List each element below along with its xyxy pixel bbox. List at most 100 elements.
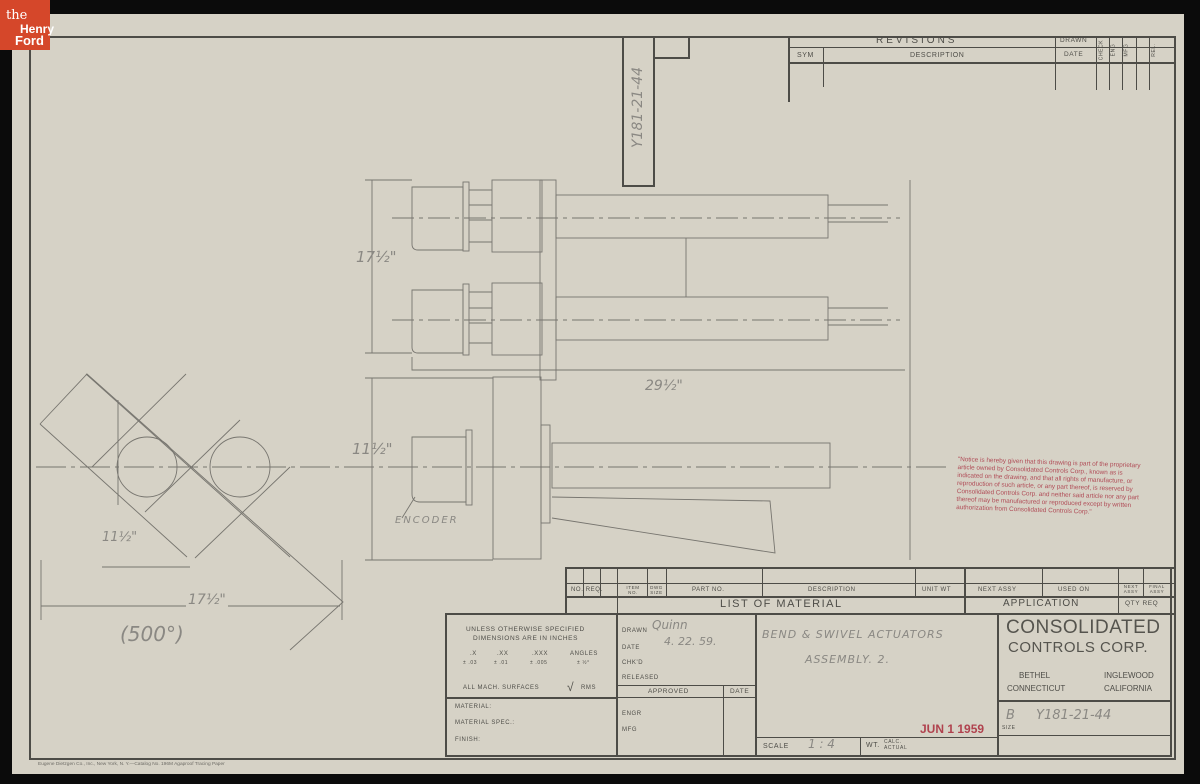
title-block-divider <box>997 613 999 757</box>
revisions-sym-divider <box>823 47 824 87</box>
app-col-final-assy: FINAL ASSY <box>1149 584 1165 594</box>
bom-col-unit-wt: UNIT WT <box>922 587 952 593</box>
bom-line <box>565 583 1176 584</box>
application-title: APPLICATION <box>1003 598 1080 609</box>
dimension-horizontal-length: 29½" <box>645 378 683 394</box>
tab-box-line <box>688 36 690 59</box>
material-label: MATERIAL: <box>455 704 492 710</box>
dimension-left-horizontal: 17½" <box>186 592 228 608</box>
tolerance-xx-value: ± .01 <box>494 660 509 666</box>
dimension-top-vertical: 17½" <box>356 248 397 266</box>
location-1-city: BETHEL <box>1019 671 1051 680</box>
bom-col-description: DESCRIPTION <box>808 587 856 593</box>
weight-label: WT. <box>866 742 880 749</box>
weight-calc-label: CALC. <box>884 739 902 745</box>
tolerance-xx-label: .XX <box>497 651 509 657</box>
scale-value: 1 : 4 <box>808 737 835 751</box>
tolerance-x-value: ± .03 <box>463 660 478 666</box>
tab-left-line <box>622 36 624 186</box>
title-block-line <box>616 697 756 698</box>
bom-col-no-req: NO. REQ. <box>571 587 603 593</box>
tolerance-heading-1: UNLESS OTHERWISE SPECIFIED <box>466 626 585 633</box>
title-block-divider <box>755 613 757 757</box>
revisions-col-description: DESCRIPTION <box>910 52 965 59</box>
tolerance-angles-value: ± ½° <box>577 660 590 666</box>
qty-req-label: QTY REQ <box>1125 600 1159 607</box>
bom-divider <box>565 567 567 613</box>
tab-right-line <box>653 36 655 186</box>
surface-finish-check-icon: √ <box>567 680 574 694</box>
rms-label: RMS <box>581 685 597 691</box>
tolerance-x-label: .X <box>470 651 477 657</box>
engr-label: ENGR <box>622 711 642 717</box>
revisions-divider <box>1109 36 1110 90</box>
material-spec-label: MATERIAL SPEC.: <box>455 720 515 726</box>
bom-col-item-no: ITEM NO. <box>626 585 640 595</box>
paper-manufacturer-footer: Eugene Dietzgen Co., Inc., New York, N. … <box>38 762 225 767</box>
bom-divider <box>617 567 618 613</box>
title-block-line <box>445 697 617 699</box>
title-block-line <box>756 737 997 738</box>
tolerance-angles-label: ANGLES <box>570 651 598 657</box>
bom-top-line <box>565 567 1176 569</box>
company-name-line-2: CONTROLS CORP. <box>1008 639 1149 656</box>
revisions-divider <box>1122 36 1123 90</box>
revisions-divider <box>1055 36 1056 90</box>
dimension-side-vertical: 11½" <box>352 440 393 458</box>
bom-divider <box>1118 567 1119 613</box>
drawn-label: DRAWN <box>622 628 648 634</box>
revisions-divider <box>1096 36 1097 90</box>
bom-col-part-no: PART NO. <box>692 587 725 593</box>
tolerance-heading-2: DIMENSIONS ARE IN INCHES <box>473 635 579 642</box>
approved-label: APPROVED <box>648 688 689 695</box>
drawing-size-label: SIZE <box>1002 725 1016 731</box>
app-col-next-assy-small: NEXT ASSY <box>1123 584 1139 594</box>
revisions-line <box>788 62 1176 64</box>
title-block-bottom-line <box>445 755 1172 757</box>
title-block-left-line <box>445 613 447 757</box>
bom-divider <box>1042 567 1043 596</box>
app-col-used-on: USED ON <box>1058 587 1090 593</box>
bom-divider <box>666 567 667 596</box>
logo-text-henry: Henry <box>20 22 55 36</box>
scale-label: SCALE <box>763 743 789 750</box>
surface-finish-label: ALL MACH. SURFACES <box>463 685 540 691</box>
weight-actual-label: ACTUAL <box>884 745 908 751</box>
title-block-line <box>723 685 724 757</box>
title-block-top-line <box>445 613 1176 615</box>
approved-date-label: DATE <box>730 688 750 695</box>
tolerance-xxx-value: ± .005 <box>530 660 548 666</box>
logo-text-the: the <box>6 8 28 23</box>
bom-divider <box>1143 567 1144 596</box>
drawing-size-value: B <box>1006 708 1015 723</box>
title-block-line <box>998 735 1172 736</box>
revisions-divider <box>1136 36 1137 90</box>
date-value: 4. 22. 59. <box>664 635 717 648</box>
tab-bottom-line <box>622 185 655 187</box>
tolerance-xxx-label: .XXX <box>532 651 549 657</box>
bom-divider <box>915 567 916 596</box>
drawing-sheet <box>12 14 1184 774</box>
company-name-line-1: CONSOLIDATED <box>1006 617 1161 638</box>
logo-text-ford: Ford <box>15 33 44 48</box>
title-block-line <box>616 685 756 686</box>
bom-divider <box>647 567 648 596</box>
location-2-city: INGLEWOOD <box>1104 671 1154 680</box>
revisions-divider <box>1149 36 1150 90</box>
drawing-border <box>29 36 1176 760</box>
app-col-next-assy: NEXT ASSY <box>978 587 1017 593</box>
bom-divider <box>762 567 763 596</box>
proprietary-notice: "Notice is hereby given that this drawin… <box>956 456 1141 516</box>
dimension-left-vertical: 11½" <box>102 530 138 545</box>
drawing-title-line-2: ASSEMBLY. 2. <box>805 653 890 666</box>
tab-box-line <box>653 57 690 59</box>
bom-divider <box>600 567 601 596</box>
dimension-angle: (500°) <box>120 622 184 646</box>
bom-divider <box>964 567 966 613</box>
finish-label: FINISH: <box>455 737 481 743</box>
revisions-col-sym: SYM <box>797 52 814 59</box>
revisions-line <box>788 47 1176 48</box>
drawn-signature: Quinn <box>652 618 688 632</box>
henry-ford-logo: the Henry Ford <box>0 0 54 50</box>
